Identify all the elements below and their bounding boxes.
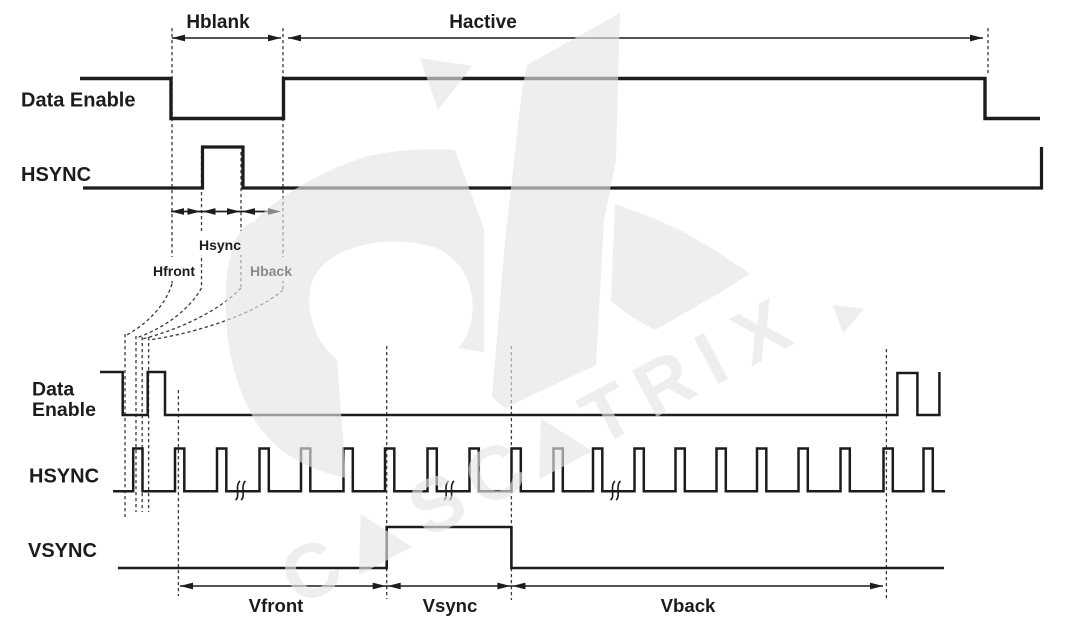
svg-text:VSYNC: VSYNC [28, 540, 97, 562]
svg-text:Vback: Vback [661, 595, 716, 616]
svg-text:Hback: Hback [250, 263, 292, 279]
svg-text:Vsync: Vsync [423, 595, 478, 616]
svg-text:Vfront: Vfront [249, 595, 304, 616]
svg-text:Enable: Enable [32, 399, 96, 421]
svg-text:HSYNC: HSYNC [21, 164, 91, 186]
svg-text:Hfront: Hfront [153, 263, 195, 279]
svg-text:Data: Data [32, 379, 74, 401]
svg-text:Data Enable: Data Enable [21, 90, 135, 112]
svg-text:Hblank: Hblank [186, 12, 250, 33]
svg-text:HSYNC: HSYNC [29, 466, 99, 488]
svg-text:Hsync: Hsync [199, 237, 241, 253]
svg-text:Hactive: Hactive [449, 12, 517, 33]
